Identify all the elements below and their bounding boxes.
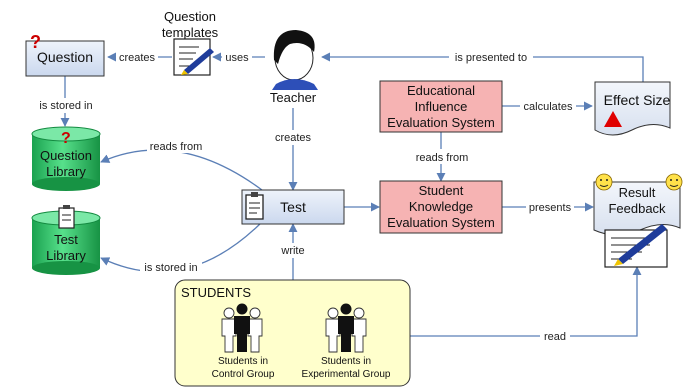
control-group-line1: Students in [218, 356, 268, 367]
clipboard-icon [58, 205, 75, 229]
svg-text:?: ? [30, 32, 41, 52]
test-node[interactable]: Test [241, 189, 345, 225]
label-presents: presents [529, 202, 572, 214]
experimental-group-line2: Experimental Group [302, 369, 391, 380]
svg-text:?: ? [61, 130, 71, 147]
effect-size-label: Effect Size [604, 92, 671, 108]
educational-line2: Influence [415, 99, 468, 114]
experimental-group-line1: Students in [321, 356, 371, 367]
student-knowledge-node[interactable]: Student Knowledge Evaluation System [379, 180, 503, 234]
edge-effect-to-teacher [321, 52, 644, 82]
student-knowledge-line2: Knowledge [409, 199, 473, 214]
effect-size-node[interactable]: Effect Size [594, 81, 671, 136]
pen-paper-icon [604, 224, 668, 268]
label-write: write [280, 245, 304, 257]
student-group-icon [325, 303, 367, 353]
question-templates-line2: templates [162, 25, 219, 40]
result-feedback-line1: Result [619, 185, 656, 200]
label-question-creates: creates [119, 52, 156, 64]
label-is-stored-in-question: is stored in [39, 100, 92, 112]
question-library-line2: Library [46, 164, 86, 179]
smiley-face-icon [595, 173, 613, 191]
test-label: Test [280, 199, 306, 215]
question-node[interactable]: Question ? [25, 32, 105, 77]
students-node[interactable]: STUDENTS Students in Control Group [174, 279, 411, 387]
edge-students-to-feedback [410, 266, 642, 337]
question-library-line1: Question [40, 148, 92, 163]
pen-paper-icon [173, 38, 214, 76]
educational-line1: Educational [407, 83, 475, 98]
question-templates-line1: Question [164, 9, 216, 24]
edge-test-to-qlibrary [100, 149, 263, 191]
smiley-face-icon [665, 173, 683, 191]
label-reads-from-library: reads from [150, 141, 203, 153]
label-is-presented-to: is presented to [455, 52, 527, 64]
students-title: STUDENTS [181, 285, 251, 300]
label-calculates: calculates [524, 101, 573, 113]
edge-labels: creates uses is presented to is stored i… [35, 49, 576, 343]
question-label: Question [37, 49, 93, 65]
warning-triangle-icon [604, 111, 622, 127]
result-feedback-line2: Feedback [608, 201, 666, 216]
question-mark-icon: ? [61, 130, 71, 147]
test-library-line1: Test [54, 232, 78, 247]
clipboard-icon [245, 192, 264, 220]
teacher-label: Teacher [270, 90, 317, 105]
teacher-avatar-icon [272, 30, 318, 90]
educational-influence-node[interactable]: Educational Influence Evaluation System [379, 80, 503, 133]
student-group-icon [221, 303, 263, 353]
label-read: read [544, 331, 566, 343]
label-reads-from-system: reads from [416, 152, 469, 164]
test-library-line2: Library [46, 248, 86, 263]
educational-line3: Evaluation System [387, 115, 495, 130]
teacher-node[interactable]: Teacher [270, 30, 318, 105]
label-templates-uses: uses [225, 52, 249, 64]
student-knowledge-line3: Evaluation System [387, 215, 495, 230]
question-library-node[interactable]: ? Question Library [31, 126, 101, 191]
result-feedback-node[interactable]: Result Feedback [593, 173, 683, 268]
label-is-stored-in-test: is stored in [144, 262, 197, 274]
test-library-node[interactable]: Test Library [31, 205, 101, 275]
student-knowledge-line1: Student [419, 183, 464, 198]
question-mark-icon: ? [30, 32, 41, 52]
question-templates-node[interactable]: Question templates [162, 9, 219, 76]
label-teacher-creates: creates [275, 132, 312, 144]
control-group-line2: Control Group [212, 369, 275, 380]
